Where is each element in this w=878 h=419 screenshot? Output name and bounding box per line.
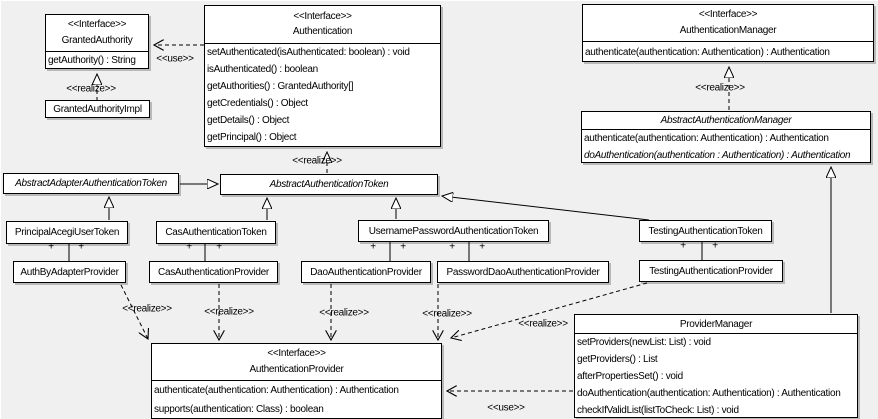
- realize-label: <<realize>>: [422, 308, 472, 320]
- class-name: GrantedAuthority: [61, 34, 133, 46]
- method-doauthentication: doAuthentication(authentication: Authent…: [577, 388, 841, 399]
- assoc-plus: +: [712, 240, 718, 252]
- method-setauthenticated: setAuthenticated(isAuthenticated: boolea…: [207, 47, 410, 58]
- method-getauthority: getAuthority() : String: [48, 55, 136, 66]
- assoc-plus: +: [370, 241, 376, 253]
- method-supports: supports(authentication: Class) : boolea…: [154, 404, 324, 415]
- stereotype-label: <<Interface>>: [698, 9, 758, 21]
- method-setproviders: setProviders(newList: List) : void: [577, 337, 711, 348]
- class-name: TestingAuthenticationProvider: [649, 265, 773, 277]
- realize-label: <<realize>>: [204, 306, 254, 318]
- method-doauthentication: doAuthentication(authentication : Authen…: [584, 150, 851, 161]
- class-granted-authority[interactable]: <<Interface>> GrantedAuthority getAuthor…: [45, 14, 149, 69]
- class-granted-authority-impl[interactable]: GrantedAuthorityImpl: [45, 100, 150, 118]
- use-label: <<use>>: [487, 402, 525, 414]
- class-name: Authentication: [292, 26, 353, 38]
- class-name: AuthenticationManager: [679, 24, 777, 36]
- class-name: PasswordDaoAuthenticationProvider: [446, 266, 600, 278]
- class-cas-authentication-provider[interactable]: CasAuthenticationProvider: [149, 261, 278, 283]
- class-authentication-provider[interactable]: <<Interface>> AuthenticationProvider aut…: [151, 343, 442, 419]
- edge-gen-testingtoken: [442, 196, 650, 221]
- class-testing-authentication-token[interactable]: TestingAuthenticationToken: [639, 220, 772, 242]
- class-principal-acegi-user-token[interactable]: PrincipalAcegiUserToken: [6, 221, 128, 244]
- class-dao-authentication-provider[interactable]: DaoAuthenticationProvider: [301, 261, 431, 283]
- class-name: UsernamePasswordAuthenticationToken: [368, 225, 539, 237]
- class-auth-by-adapter-provider[interactable]: AuthByAdapterProvider: [13, 261, 126, 283]
- class-name: AbstractAuthenticationManager: [660, 115, 792, 126]
- edge-realize-authbyadapterprovider: [120, 284, 148, 339]
- class-abstract-authentication-token[interactable]: AbstractAuthenticationToken: [220, 174, 438, 195]
- class-name: DaoAuthenticationProvider: [310, 266, 422, 278]
- realize-label: <<realize>>: [122, 303, 172, 315]
- class-name: AuthenticationProvider: [249, 363, 344, 375]
- assoc-plus: +: [680, 240, 686, 252]
- class-provider-manager[interactable]: ProviderManager setProviders(newList: Li…: [574, 314, 858, 418]
- stereotype-label: <<Interface>>: [293, 10, 352, 22]
- realize-label: <<realize>>: [695, 82, 745, 94]
- realize-label: <<realize>>: [292, 155, 342, 167]
- use-label: <<use>>: [156, 53, 194, 65]
- class-cas-authentication-token[interactable]: CasAuthenticationToken: [156, 221, 276, 244]
- realize-label: <<realize>>: [518, 318, 568, 330]
- class-abstract-authentication-manager[interactable]: AbstractAuthenticationManager authentica…: [581, 111, 871, 163]
- realize-label: <<realize>>: [319, 307, 369, 319]
- class-abstract-adapter-authentication-token[interactable]: AbstractAdapterAuthenticationToken: [3, 173, 179, 194]
- stereotype-label: <<Interface>>: [267, 348, 326, 360]
- method-getprincipal: getPrincipal() : Object: [207, 132, 297, 143]
- method-afterpropertiesset: afterPropertiesSet() : void: [577, 371, 683, 382]
- class-name: AbstractAdapterAuthenticationToken: [15, 178, 167, 189]
- class-password-dao-authentication-provider[interactable]: PasswordDaoAuthenticationProvider: [437, 261, 609, 283]
- method-getcredentials: getCredentials() : Object: [207, 98, 308, 109]
- class-name: PrincipalAcegiUserToken: [14, 227, 120, 238]
- class-name: GrantedAuthorityImpl: [53, 103, 142, 115]
- class-username-password-authentication-token[interactable]: UsernamePasswordAuthenticationToken: [358, 220, 549, 242]
- method-checkifvalidlist: checkIfValidList(listToCheck: List) : vo…: [577, 405, 739, 416]
- method-isauthenticated: isAuthenticated() : boolean: [207, 64, 318, 75]
- realize-label: <<realize>>: [66, 83, 116, 95]
- class-name: AbstractAuthenticationToken: [269, 179, 389, 190]
- class-name: TestingAuthenticationToken: [648, 225, 763, 237]
- class-name: ProviderManager: [679, 318, 753, 330]
- class-name: CasAuthenticationProvider: [158, 266, 269, 278]
- class-authentication[interactable]: <<Interface>> Authentication setAuthenti…: [204, 5, 441, 147]
- assoc-plus: +: [449, 241, 455, 253]
- method-getdetails: getDetails() : Object: [207, 115, 290, 126]
- method-authenticate: authenticate(authentication: Authenticat…: [154, 385, 399, 396]
- class-name: CasAuthenticationToken: [165, 227, 267, 238]
- method-authenticate: authenticate(authentication: Authenticat…: [585, 46, 830, 58]
- class-name: AuthByAdapterProvider: [20, 266, 119, 278]
- method-authenticate: authenticate(authentication: Authenticat…: [584, 133, 829, 144]
- assoc-plus: +: [479, 241, 485, 253]
- method-getproviders: getProviders() : List: [577, 354, 658, 365]
- class-authentication-manager[interactable]: <<Interface>> AuthenticationManager auth…: [582, 4, 874, 62]
- class-testing-authentication-provider[interactable]: TestingAuthenticationProvider: [639, 260, 783, 282]
- method-getauthorities: getAuthorities() : GrantedAuthority[]: [207, 81, 354, 92]
- stereotype-label: <<Interface>>: [67, 19, 127, 31]
- assoc-plus: +: [400, 241, 406, 253]
